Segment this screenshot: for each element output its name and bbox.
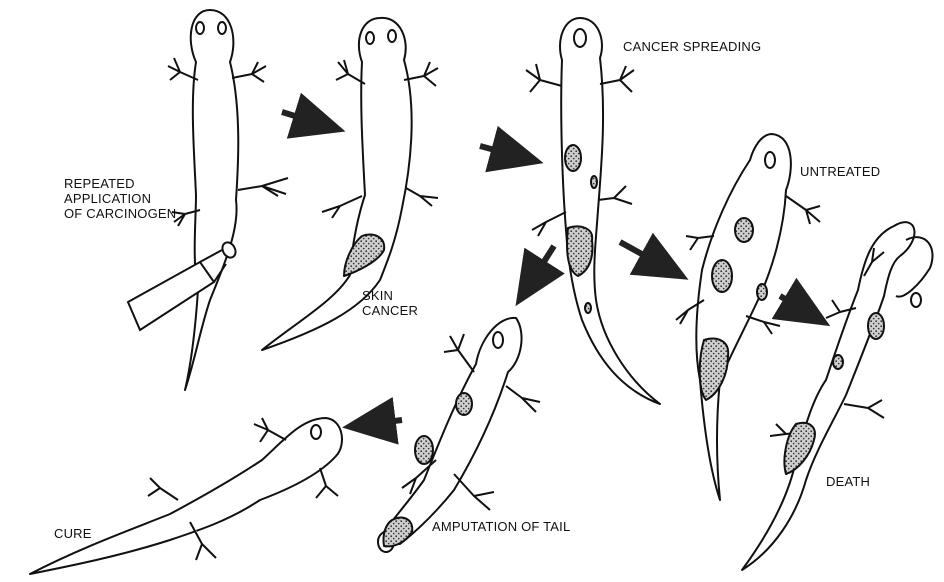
healthy-salamander — [168, 10, 288, 390]
label-carcinogen: REPEATED APPLICATION OF CARCINOGEN — [64, 176, 176, 221]
arrow-to-cure — [354, 420, 402, 426]
label-amputation: AMPUTATION OF TAIL — [432, 519, 570, 534]
dead-salamander — [742, 222, 933, 570]
arrow-to-untreated — [620, 242, 678, 274]
label-death: DEATH — [826, 474, 870, 489]
arrow-to-amputation — [522, 246, 554, 296]
label-skin-cancer: SKIN CANCER — [362, 288, 418, 318]
cured-salamander — [30, 418, 342, 574]
cancer-spreading-salamander — [526, 18, 660, 404]
label-untreated: UNTREATED — [800, 164, 880, 179]
arrow-to-skin-cancer — [282, 112, 334, 128]
label-cancer-spreading: CANCER SPREADING — [623, 39, 761, 54]
arrow-to-death — [780, 296, 820, 320]
arrow-to-spreading — [480, 146, 532, 160]
label-cure: CURE — [54, 526, 92, 541]
amputated-salamander — [378, 318, 540, 552]
